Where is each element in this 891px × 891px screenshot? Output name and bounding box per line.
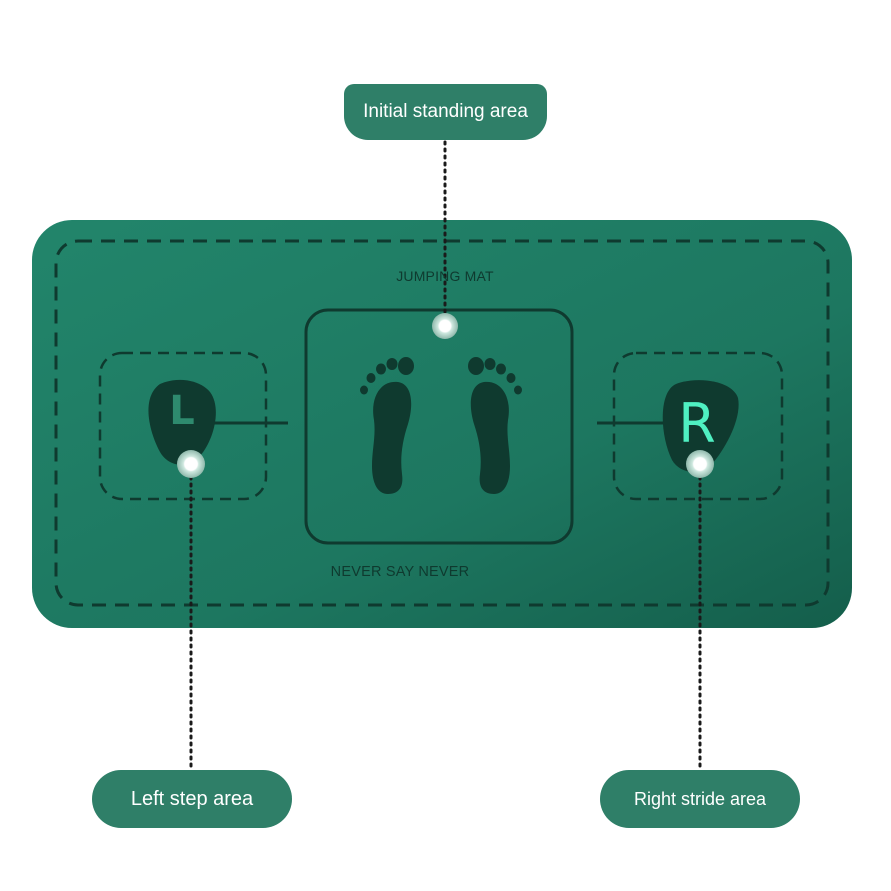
- right-letter: R: [678, 392, 716, 455]
- left-footprint-icon: [360, 357, 414, 494]
- initial-standing-zone: [304, 308, 574, 545]
- initial-standing-area-label: Initial standing area: [344, 84, 547, 140]
- right-footprint-icon: [468, 357, 522, 494]
- left-step-zone: [98, 351, 268, 501]
- left-step-area-label: Left step area: [92, 770, 292, 828]
- mat-title: JUMPING MAT: [396, 268, 494, 284]
- left-marker-dot: [177, 450, 205, 478]
- initial-marker-dot: [432, 313, 458, 339]
- right-stride-zone: [612, 351, 784, 501]
- right-stride-pad: [662, 380, 739, 472]
- left-step-pad: [148, 379, 216, 465]
- mat-slogan: NEVER SAY NEVER: [330, 564, 470, 580]
- right-marker-dot: [686, 450, 714, 478]
- right-stride-area-label: Right stride area: [600, 770, 800, 828]
- jumping-mat: [32, 220, 852, 628]
- mat-outer-dashed-border: [54, 239, 830, 607]
- left-letter: L: [169, 388, 195, 434]
